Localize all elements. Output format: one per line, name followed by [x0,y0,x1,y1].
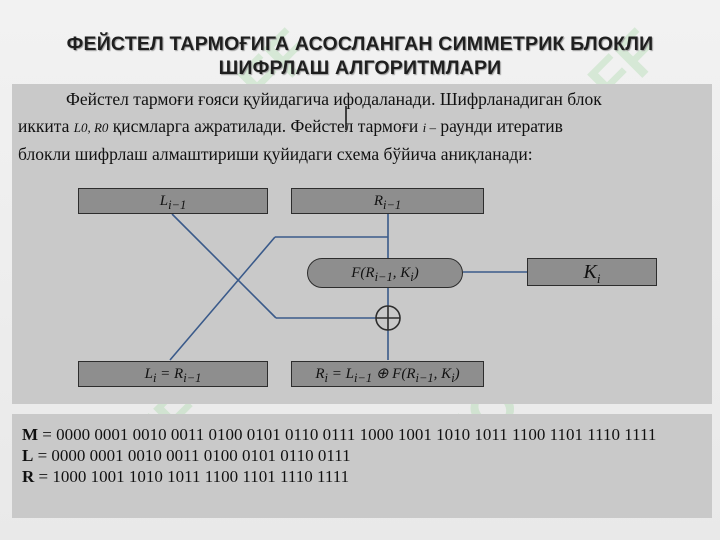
box-key: Ki [527,258,657,286]
intro-text: Фейстел тармоғи ғояси қуйидагича ифодала… [18,86,714,168]
f-end: ) [413,265,419,281]
f-sub: i−1 [374,270,393,284]
intro-line-1: Фейстел тармоғи ғояси қуйидагича ифодала… [66,89,602,109]
r-out-f: ⊕ F(R [372,366,416,382]
k-label: K [583,261,597,283]
title-line-2: ШИФРЛАШ АЛГОРИТМЛАРИ [218,57,502,79]
r-out-sub3: i−1 [415,371,434,385]
box-f-function: F(Ri−1, Ki) [307,258,463,288]
box-r-output: Ri = Li−1 ⊕ F(Ri−1, Ki) [291,361,484,387]
intro-math-l0r0: L0, R0 [73,120,109,135]
box-l-input: Li−1 [78,188,268,214]
l-out-label: L [144,366,153,382]
l-out-sub2: i−1 [183,371,202,385]
l-line: L = 0000 0001 0010 0011 0100 0101 0110 0… [22,445,708,466]
box-r-input: Ri−1 [291,188,484,214]
l-out-sub: i [152,371,157,385]
l-value: = 0000 0001 0010 0011 0100 0101 0110 011… [33,446,351,465]
l-out-eq: = R [156,366,184,382]
r-out-mid: , K [433,366,452,382]
m-key: M [22,425,39,444]
intro-line-2b: қисмларга ажратилади. Фейстел тармоғи [108,116,423,136]
r-out-sub: i [324,371,328,385]
bottom-panel [12,414,712,518]
slide-title: ФЕЙСТЕЛ ТАРМОҒИГА АСОСЛАНГАН СИММЕТРИК Б… [20,32,700,80]
r-in-label: R [373,193,383,209]
l-in-label: L [159,193,169,209]
r-value: = 1000 1001 1010 1011 1100 1101 1110 111… [34,467,350,486]
intro-math-i: i – [422,120,437,135]
intro-line-2a: иккита [18,116,74,136]
diagram-panel [12,84,712,404]
intro-line-2c: раунди итератив [436,116,563,136]
intro-line-3: блокли шифрлаш алмаштириши қуйидаги схем… [18,144,533,164]
r-out-sub4: i [451,371,455,385]
k-sub: i [596,271,601,286]
l-in-sub: i−1 [168,198,187,212]
f-label: F(R [351,265,375,281]
m-line: M = 0000 0001 0010 0011 0100 0101 0110 0… [22,424,708,445]
r-out-end: ) [454,366,460,382]
box-l-output: Li = Ri−1 [78,361,268,387]
bottom-text: M = 0000 0001 0010 0011 0100 0101 0110 0… [22,424,708,487]
r-out-label: R [315,366,325,382]
f-mid: , K [392,265,411,281]
r-out-eq: = L [327,366,354,382]
m-value: = 0000 0001 0010 0011 0100 0101 0110 011… [38,425,657,444]
wire-r-to-lout [169,236,276,361]
f-sub2: i [410,270,414,284]
r-key: R [22,467,35,486]
r-out-sub2: i−1 [353,371,373,385]
r-line: R = 1000 1001 1010 1011 1100 1101 1110 1… [22,466,708,487]
wire-l-to-xor [171,213,277,319]
title-line-1: ФЕЙСТЕЛ ТАРМОҒИГА АСОСЛАНГАН СИММЕТРИК Б… [66,33,654,55]
l-key: L [22,446,34,465]
r-in-sub: i−1 [383,198,402,212]
